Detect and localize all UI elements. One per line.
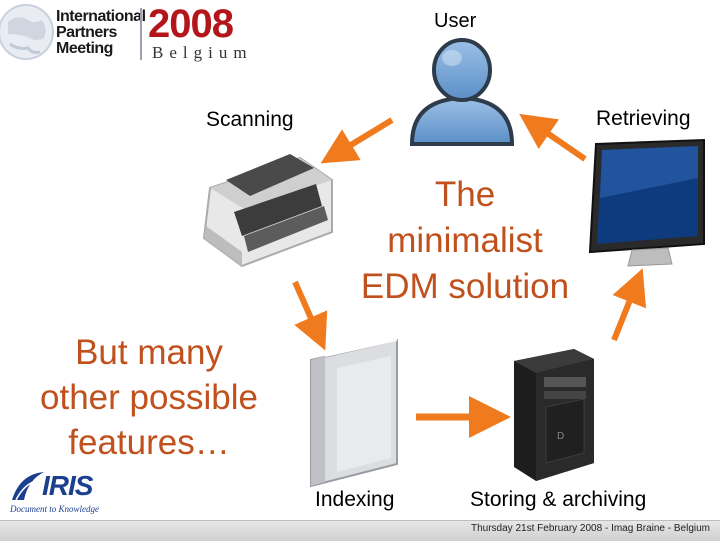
svg-text:D: D xyxy=(557,431,564,442)
event-year: 2008 xyxy=(148,2,234,46)
monitor-icon xyxy=(588,138,705,267)
binder-icon xyxy=(310,338,398,488)
title-line: The xyxy=(434,175,496,214)
server-icon: D xyxy=(514,349,594,481)
event-name-line: International xyxy=(56,8,146,25)
note-line: But many xyxy=(75,333,223,372)
indexing-label: Indexing xyxy=(315,488,395,511)
logo-divider xyxy=(140,8,142,60)
event-country: Belgium xyxy=(152,43,253,62)
note-line: features… xyxy=(68,423,230,462)
storing-label: Storing & archiving xyxy=(470,488,647,511)
globe-icon xyxy=(0,4,54,60)
user-icon xyxy=(409,38,515,146)
arrow-retrieving-to-user xyxy=(519,113,587,162)
note-line: other possible xyxy=(40,378,258,417)
retrieving-label: Retrieving xyxy=(596,107,691,130)
iris-brand-name: IRIS xyxy=(42,470,93,501)
scanner-icon xyxy=(202,154,333,268)
title-line: EDM solution xyxy=(360,267,570,306)
user-label: User xyxy=(434,10,477,32)
features-note: But many other possible features… xyxy=(4,330,294,465)
arrow-storing-to-retrieving xyxy=(611,268,647,342)
footer-bar: Thursday 21st February 2008 - Imag Brain… xyxy=(0,520,720,541)
event-name-line: Meeting xyxy=(56,40,113,57)
iris-logo: IRIS Document to Knowledge xyxy=(8,470,148,520)
title-line: minimalist xyxy=(387,221,543,260)
scanning-label: Scanning xyxy=(206,108,294,131)
event-logo: International Partners Meeting 2008 Belg… xyxy=(0,0,247,70)
event-name-line: Partners xyxy=(56,24,117,41)
footer-text: Thursday 21st February 2008 - Imag Brain… xyxy=(471,523,710,534)
diagram-title: The minimalist EDM solution xyxy=(330,172,600,310)
arrow-scanning-to-indexing xyxy=(292,280,328,351)
event-name: International Partners Meeting xyxy=(56,9,146,57)
iris-swoosh-icon xyxy=(12,472,44,501)
arrow-user-to-scanning xyxy=(320,117,394,164)
iris-tagline: Document to Knowledge xyxy=(10,504,99,514)
